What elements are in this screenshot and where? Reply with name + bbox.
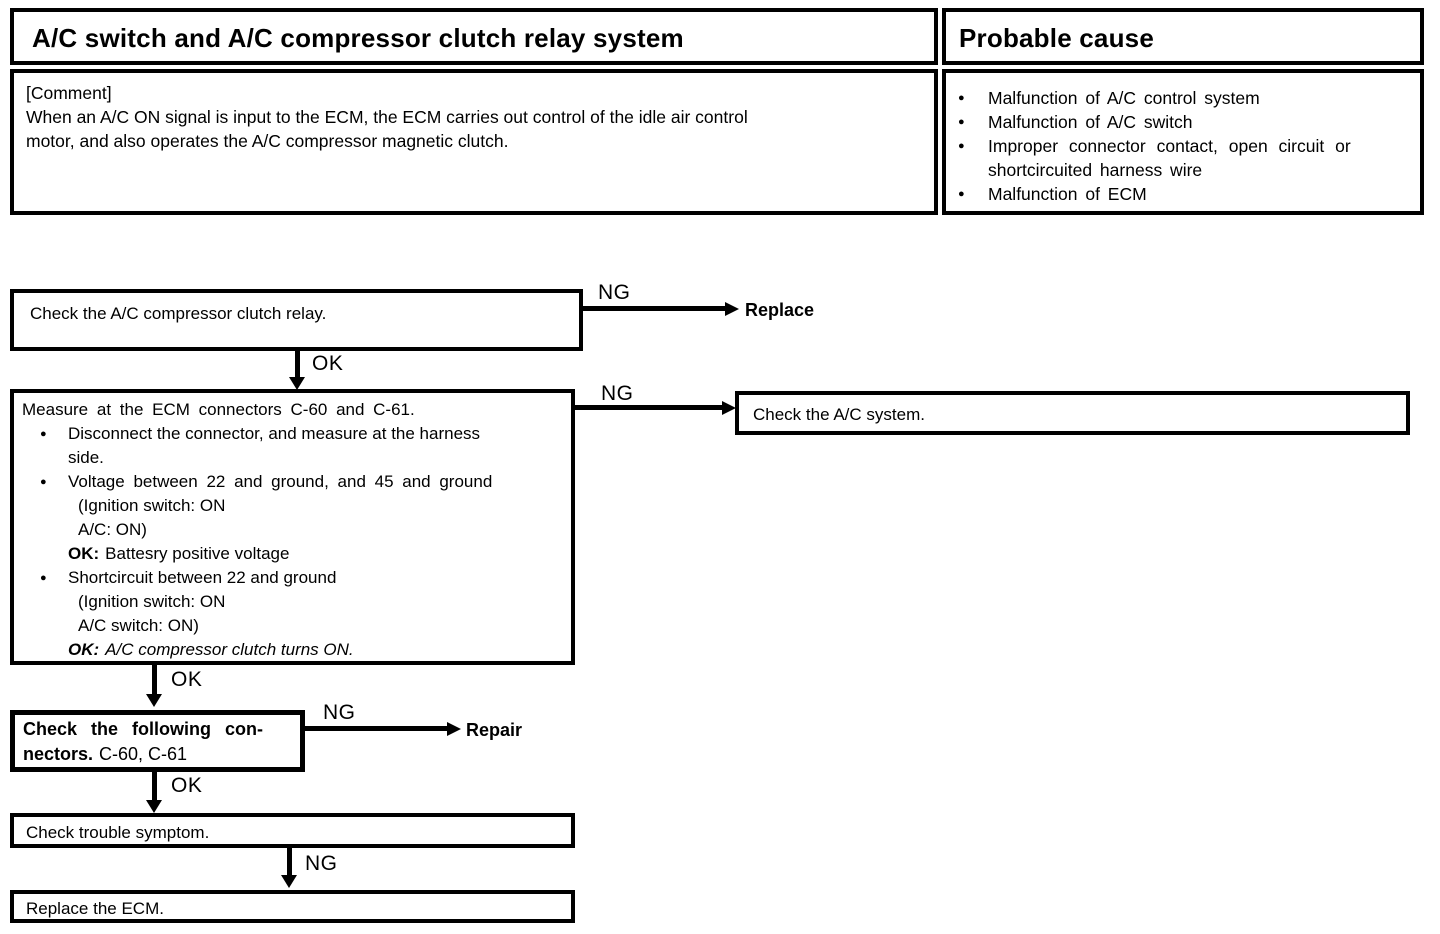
ok-label: OK (171, 668, 203, 691)
comment-line: motor, and also operates the A/C compres… (26, 131, 509, 151)
arrow-right-icon (725, 302, 739, 316)
ng-arrow-line (305, 726, 448, 731)
trouble-symptom-text: Check trouble symptom. (26, 823, 210, 842)
ng-label: NG (305, 852, 338, 875)
step-check-connectors-box: Check the following con- nectors.C-60, C… (10, 710, 305, 772)
ng-label: NG (601, 382, 634, 405)
step-check-relay-text: Check the A/C compressor clutch relay. (30, 304, 327, 323)
result-check-ac-system-box: Check the A/C system. (735, 391, 1410, 435)
measure-line: (Ignition switch: ON (78, 496, 226, 515)
bullet-icon: ● (40, 428, 47, 440)
probable-cause-title-cell: Probable cause (942, 8, 1424, 65)
cause-item: ● Malfunction of A/C switch (946, 110, 1420, 134)
bullet-icon: ● (958, 140, 965, 152)
ng-arrow-line (575, 405, 723, 410)
arrow-right-icon (722, 401, 736, 415)
measure-ok-line: OK:A/C compressor clutch turns ON. (68, 640, 354, 659)
probable-cause-list-cell: ● Malfunction of A/C control system ● Ma… (942, 69, 1424, 215)
probable-cause-list: ● Malfunction of A/C control system ● Ma… (946, 73, 1420, 206)
bullet-icon: ● (958, 92, 965, 104)
bullet-icon: ● (958, 116, 965, 128)
ok-arrow-line (152, 665, 157, 696)
comment-line: When an A/C ON signal is input to the EC… (26, 107, 748, 127)
step-check-relay-box: Check the A/C compressor clutch relay. (10, 289, 583, 351)
arrow-right-icon (447, 722, 461, 736)
bullet-icon: ● (958, 188, 965, 200)
step-measure-ecm-box: Measure at the ECM connectors C-60 and C… (10, 389, 575, 665)
measure-line: A/C: ON) (78, 520, 147, 539)
measure-ok-line: OK:Battesry positive voltage (68, 544, 290, 563)
check-ac-system-text: Check the A/C system. (753, 405, 925, 424)
measure-bullet-line: ●Voltage between 22 and ground, and 45 a… (14, 470, 571, 494)
measure-bullet-line: ●Disconnect the connector, and measure a… (14, 422, 571, 446)
measure-title: Measure at the ECM connectors C-60 and C… (22, 400, 415, 419)
arrow-down-icon (146, 694, 162, 707)
ok-label: OK (312, 352, 344, 375)
measure-line: A/C switch: ON) (78, 616, 199, 635)
system-title: A/C switch and A/C compressor clutch rel… (32, 23, 684, 53)
bullet-icon: ● (40, 476, 47, 488)
comment-label: [Comment] (26, 83, 112, 103)
ng-arrow-line (287, 848, 292, 877)
ok-arrow-line (295, 351, 300, 378)
replace-ecm-text: Replace the ECM. (26, 899, 164, 918)
ng-label: NG (323, 701, 356, 724)
cause-item: ● Malfunction of A/C control system (946, 86, 1420, 110)
measure-line: side. (68, 448, 104, 467)
ok-label: OK (171, 774, 203, 797)
step-replace-ecm-box: Replace the ECM. (10, 890, 575, 923)
step-check-trouble-symptom-box: Check trouble symptom. (10, 813, 575, 848)
replace-result-label: Replace (745, 300, 815, 320)
connectors-box-content: Check the following con- nectors.C-60, C… (15, 715, 300, 767)
arrow-down-icon (289, 377, 305, 390)
ok-arrow-line (152, 772, 157, 802)
arrow-down-icon (146, 800, 162, 813)
cause-item: ● Improper connector contact, open circu… (946, 134, 1420, 182)
comment-block: [Comment] When an A/C ON signal is input… (14, 73, 934, 153)
connectors-line: Check the following con- (23, 719, 264, 739)
measure-line: (Ignition switch: ON (78, 592, 226, 611)
repair-result-label: Repair (466, 720, 523, 740)
cause-item: ● Malfunction of ECM (946, 182, 1420, 206)
measure-box-content: Measure at the ECM connectors C-60 and C… (14, 393, 571, 662)
bullet-icon: ● (40, 572, 47, 584)
connectors-line: nectors.C-60, C-61 (23, 744, 188, 764)
probable-cause-title: Probable cause (959, 23, 1154, 53)
ng-arrow-line (583, 306, 726, 311)
arrow-down-icon (281, 875, 297, 888)
system-title-cell: A/C switch and A/C compressor clutch rel… (10, 8, 938, 65)
measure-bullet-line: ●Shortcircuit between 22 and ground (14, 566, 571, 590)
comment-cell: [Comment] When an A/C ON signal is input… (10, 69, 938, 215)
ng-label: NG (598, 281, 631, 304)
